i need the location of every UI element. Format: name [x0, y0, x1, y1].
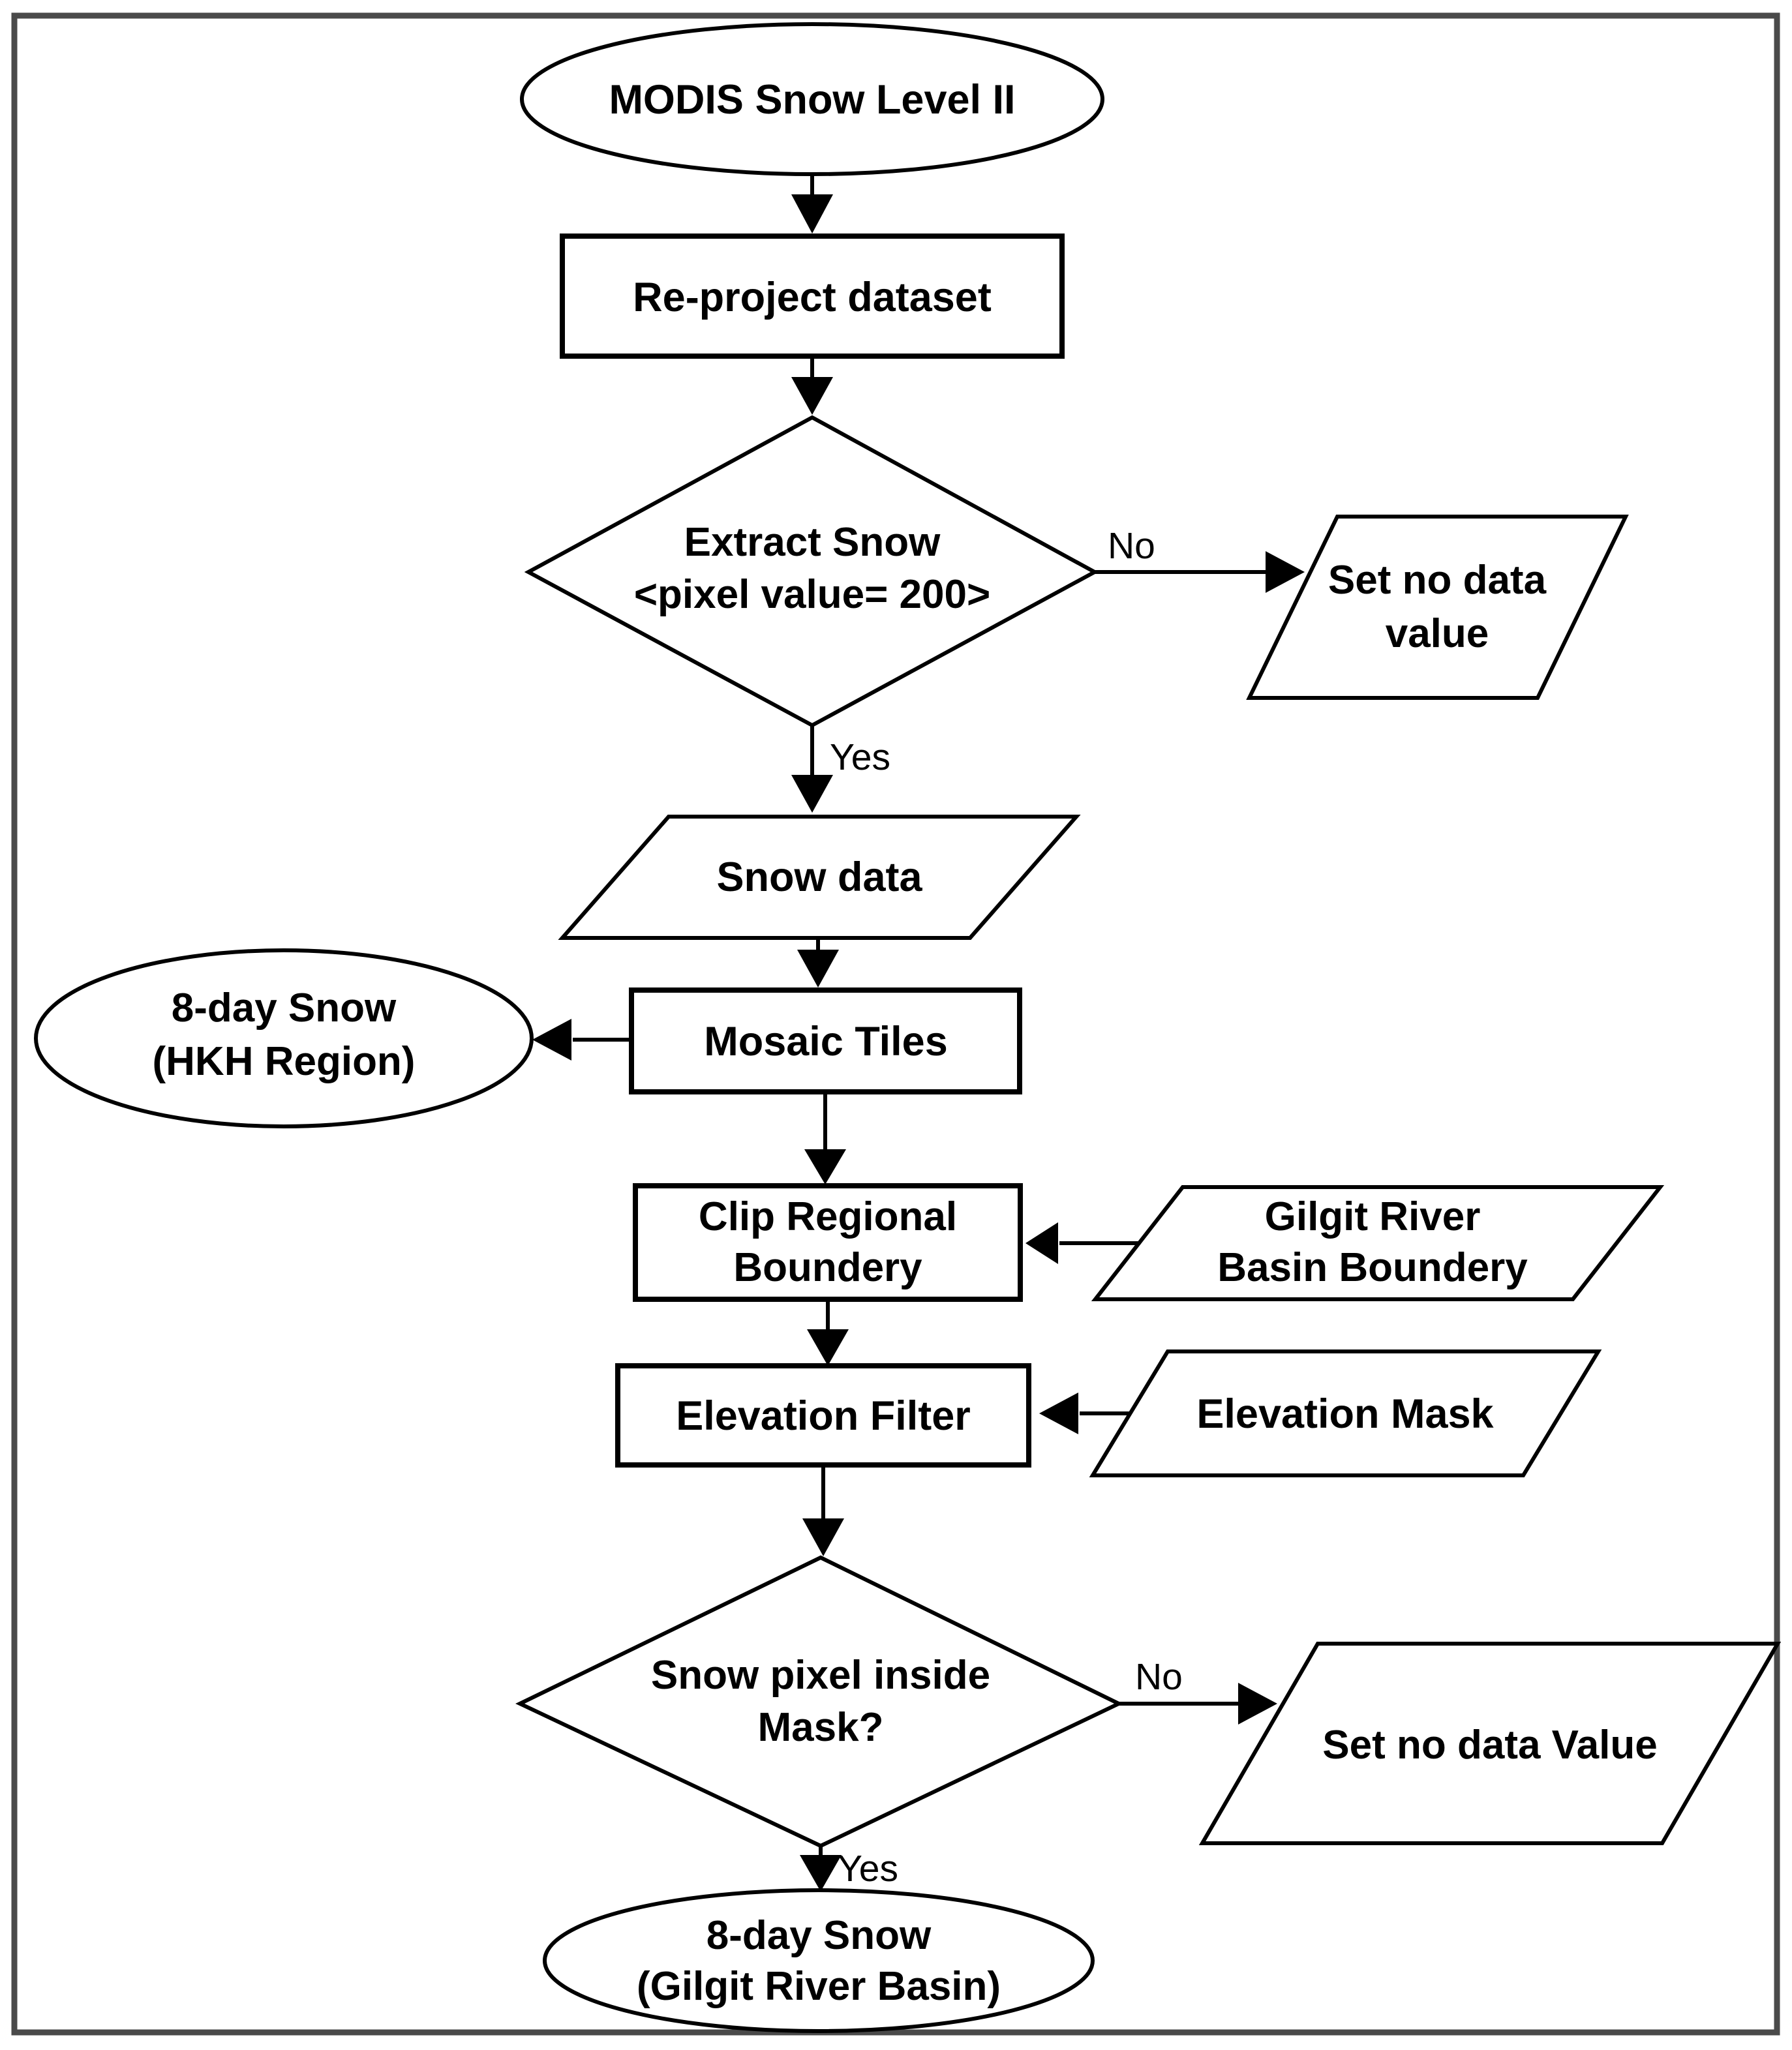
extract-snow-label-line2: <pixel value= 200> [634, 572, 990, 617]
start-ellipse [520, 22, 1104, 176]
node-elevation-filter: Elevation Filter [615, 1363, 1031, 1468]
mosaic-tiles-rect [629, 987, 1022, 1094]
elevation-filter-label: Elevation Filter [676, 1393, 971, 1439]
set-no-data-1-label-line2: value [1386, 611, 1489, 656]
arrowhead-left-icon [1025, 1222, 1058, 1264]
elevation-mask-parallelogram [1089, 1349, 1602, 1477]
hkh-output-label-line1: 8-day Snow [172, 986, 397, 1031]
branch-label-yes-mask: Yes [838, 1848, 898, 1890]
arrowhead-left-icon [532, 1019, 571, 1061]
snow-data-parallelogram [558, 815, 1081, 940]
node-extract-snow: Extract Snow <pixel value= 200> [524, 415, 1099, 728]
arrowhead-right-icon [1238, 1683, 1277, 1725]
edge-mosaic-to-hkh [532, 1019, 631, 1061]
edge-reproject-to-extract [791, 356, 833, 415]
edge-mosaic-to-clip [804, 1092, 846, 1184]
arrowhead-down-icon [791, 377, 833, 415]
set-no-data-2-label: Set no data Value [1322, 1723, 1657, 1768]
page-frame-border [11, 12, 1780, 2036]
extract-snow-label-line1: Extract Snow [684, 520, 941, 565]
arrowhead-down-icon [791, 775, 833, 813]
arrowhead-down-icon [802, 1518, 844, 1556]
edge-extract-yes-branch [791, 725, 833, 813]
elevation-mask-label: Elevation Mask [1196, 1391, 1494, 1437]
node-gilgit-boundary: Gilgit River Basin Boundery [1091, 1185, 1665, 1301]
start-label: MODIS Snow Level II [609, 77, 1015, 123]
edge-extract-no-branch [1095, 551, 1305, 593]
branch-label-yes-extract: Yes [830, 736, 890, 778]
gilgit-boundary-parallelogram [1091, 1185, 1665, 1301]
arrowhead-down-icon [797, 950, 839, 987]
elevation-filter-rect [615, 1363, 1031, 1468]
set-no-data-1-label-line1: Set no data [1328, 558, 1547, 603]
gilgit-boundary-label-line2: Basin Boundery [1217, 1245, 1528, 1290]
node-elevation-mask: Elevation Mask [1089, 1349, 1602, 1477]
arrowhead-down-icon [807, 1329, 849, 1366]
snow-data-label: Snow data [716, 854, 922, 900]
end-output-ellipse [543, 1888, 1095, 2033]
arrowhead-right-icon [1266, 551, 1305, 593]
node-hkh-output: 8-day Snow (HKH Region) [34, 948, 534, 1128]
edge-insidemask-no-branch [1119, 1683, 1277, 1725]
clip-boundary-label-line2: Boundery [733, 1245, 922, 1290]
end-output-label-line1: 8-day Snow [706, 1913, 932, 1958]
arrowhead-down-icon [804, 1149, 846, 1184]
node-reproject: Re-project dataset [560, 234, 1065, 359]
inside-mask-diamond [515, 1555, 1123, 1848]
node-clip-boundary: Clip Regional Boundery [633, 1183, 1023, 1302]
arrowhead-left-icon [1039, 1393, 1078, 1434]
edge-clip-to-elevation [807, 1299, 849, 1366]
set-no-data-2-parallelogram [1198, 1642, 1782, 1845]
edge-insidemask-yes-branch [800, 1846, 842, 1892]
node-snow-data: Snow data [558, 815, 1081, 940]
node-set-no-data-1: Set no data value [1246, 515, 1629, 700]
edge-elevation-to-insidemask [802, 1465, 844, 1556]
end-output-label-line2: (Gilgit River Basin) [637, 1964, 1001, 2009]
node-set-no-data-2: Set no data Value [1198, 1642, 1782, 1845]
arrowhead-down-icon [791, 194, 833, 234]
edge-snowdata-to-mosaic [797, 938, 839, 987]
node-mosaic-tiles: Mosaic Tiles [629, 987, 1022, 1094]
branch-label-no-mask: No [1135, 1656, 1183, 1698]
hkh-output-ellipse [34, 948, 534, 1128]
node-inside-mask: Snow pixel inside Mask? [515, 1555, 1123, 1848]
reproject-rect [560, 234, 1065, 359]
edge-gilgit-to-clip [1025, 1222, 1139, 1264]
branch-label-no-extract: No [1108, 525, 1155, 567]
hkh-output-label-line2: (HKH Region) [153, 1039, 416, 1084]
gilgit-boundary-label-line1: Gilgit River [1265, 1194, 1481, 1239]
arrowhead-down-icon [800, 1855, 842, 1892]
reproject-label: Re-project dataset [633, 275, 992, 320]
edge-mask-to-elevation [1039, 1393, 1130, 1434]
edge-start-to-reproject [791, 174, 833, 234]
node-end-output: 8-day Snow (Gilgit River Basin) [543, 1888, 1095, 2033]
set-no-data-1-parallelogram [1246, 515, 1629, 700]
clip-boundary-rect [633, 1183, 1023, 1302]
node-start: MODIS Snow Level II [520, 22, 1104, 176]
clip-boundary-label-line1: Clip Regional [699, 1194, 957, 1239]
mosaic-tiles-label: Mosaic Tiles [704, 1019, 948, 1064]
extract-snow-diamond [524, 415, 1099, 728]
inside-mask-label-line2: Mask? [758, 1705, 884, 1750]
inside-mask-label-line1: Snow pixel inside [651, 1653, 990, 1698]
